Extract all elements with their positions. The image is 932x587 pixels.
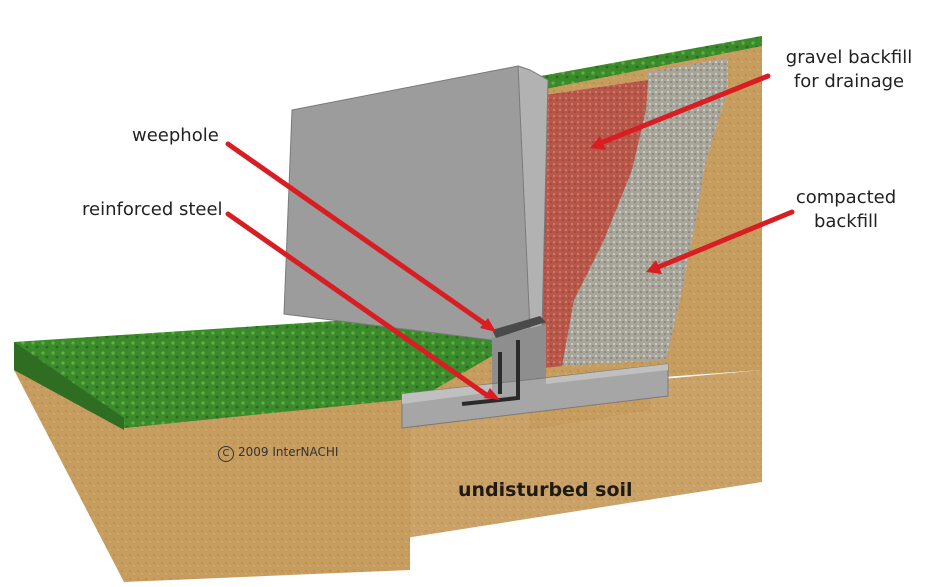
leader-weephole	[225, 141, 491, 329]
weephole-pipe	[492, 316, 546, 338]
concrete-wall	[283, 65, 549, 392]
label-undisturbed-soil: undisturbed soil	[458, 479, 633, 501]
leader-compacted	[653, 209, 795, 271]
copyright-text: 2009 InterNACHI	[238, 445, 339, 459]
concrete-footing	[401, 363, 669, 429]
gravel-backfill	[538, 80, 648, 368]
label-gravel-backfill: gravel backfill for drainage	[768, 46, 930, 94]
label-gravel-line2: for drainage	[793, 71, 905, 92]
copyright-symbol: C	[218, 446, 234, 462]
leader-lines	[225, 73, 795, 399]
label-reinforced-steel: reinforced steel	[82, 199, 223, 220]
label-gravel-line1: gravel backfill	[785, 47, 913, 68]
label-compacted-line2: backfill	[813, 211, 879, 232]
reinforcing-steel	[461, 340, 520, 406]
compacted-backfill	[562, 58, 728, 366]
copyright-notice: C 2009 InterNACHI	[218, 440, 338, 464]
label-weephole: weephole	[132, 125, 219, 146]
label-compacted-line1: compacted	[795, 187, 897, 208]
soil-block-front	[14, 312, 762, 582]
leader-gravel	[595, 73, 771, 147]
leader-steel	[225, 211, 491, 399]
label-compacted-backfill: compacted backfill	[790, 186, 902, 234]
leader-arrowheads	[480, 136, 662, 400]
